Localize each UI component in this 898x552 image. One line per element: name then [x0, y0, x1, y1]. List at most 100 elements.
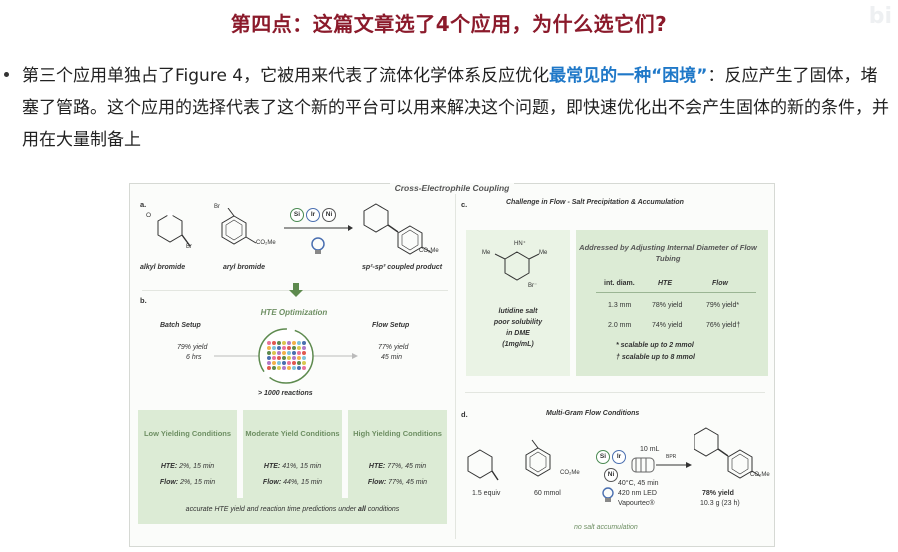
row1-flow: 79% yield* [706, 302, 740, 309]
plate-well [272, 356, 276, 360]
moderate-yield-panel: Moderate Yield Conditions HTE: 41%, 15 m… [243, 410, 342, 498]
plate-well [272, 361, 276, 365]
high-yield-hte: HTE: 77%, 45 min [368, 463, 427, 470]
row2-flow: 76% yield† [706, 322, 741, 329]
product-mass: 10.3 g (23 h) [700, 500, 740, 507]
alkyl-bromide-structure [157, 210, 191, 247]
watermark-logo: bi [868, 4, 892, 29]
down-arrow-icon [289, 283, 303, 297]
plate-well [302, 356, 306, 360]
aryl-bromide-label: aryl bromide [223, 264, 266, 271]
plate-well [292, 341, 296, 345]
plate-well [297, 341, 301, 345]
plate-well [272, 351, 276, 355]
prediction-footer: accurate HTE yield and reaction time pre… [138, 498, 447, 524]
si-catalyst-icon: Si [290, 208, 304, 222]
plate-well [297, 361, 301, 365]
plate-well [277, 356, 281, 360]
bromide-label: Br⁻ [528, 283, 538, 289]
ir-catalyst-icon: Ir [612, 450, 626, 464]
co2me-label: CO₂Me [419, 248, 439, 254]
product-yield: 78% yield [702, 490, 734, 497]
scale-note-1: * scalable up to 2 mmol [616, 342, 694, 349]
co2me-label: CO₂Me [256, 240, 276, 246]
moderate-yield-title: Moderate Yield Conditions [245, 429, 340, 438]
reaction-arrow-icon [284, 225, 353, 254]
table-rule [596, 292, 756, 293]
plate-well [277, 351, 281, 355]
nh-label: HN⁺ [514, 241, 526, 247]
batch-yield: 79% yield [177, 344, 208, 351]
col-header-hte: HTE [658, 280, 672, 287]
plate-well [297, 366, 301, 370]
high-yield-panel: High Yielding Conditions HTE: 77%, 45 mi… [348, 410, 447, 498]
vapourtec-label: Vapourtec® [618, 500, 655, 507]
prediction-text: accurate HTE yield and reaction time pre… [185, 506, 400, 513]
co2me-label: CO₂Me [750, 472, 770, 478]
panel-d-label: d. [461, 410, 468, 419]
plate-well [292, 361, 296, 365]
bullet-paragraph: 第三个应用单独占了Figure 4，它被用来代表了流体化学体系反应优化最常见的一… [22, 60, 890, 156]
flow-yield: 77% yield [378, 344, 409, 351]
bullet-dot [4, 72, 9, 77]
scale-note-2: † scalable up to 8 mmol [616, 354, 695, 361]
high-yield-flow: Flow: 77%, 45 min [367, 479, 428, 486]
flow-coil-icon [631, 457, 692, 473]
ni-catalyst-icon: Ni [604, 468, 618, 482]
plate-well [277, 341, 281, 345]
plate-well [282, 341, 286, 345]
plate-well [277, 346, 281, 350]
plate-well [267, 366, 271, 370]
plate-well [302, 366, 306, 370]
row1-hte: 78% yield [652, 302, 683, 309]
plate-well [282, 356, 286, 360]
salt-line-3: in DME [506, 330, 530, 337]
hte-plate-icon [214, 328, 358, 384]
row2-diameter: 2.0 mm [608, 322, 632, 329]
br-label: Br [186, 244, 192, 250]
col-header-diameter: int. diam. [604, 280, 635, 287]
product-label: sp²-sp³ coupled product [362, 264, 443, 271]
coupled-product-structure [363, 203, 433, 255]
figure-title: Cross-Electrophile Coupling [130, 183, 774, 193]
plate-well [287, 341, 291, 345]
plate-well [267, 356, 271, 360]
slide-title: 第四点：这篇文章选了4个应用，为什么选它们? [230, 12, 668, 36]
plate-well [287, 366, 291, 370]
bullet-text-prefix: 第三个应用单独占了Figure 4，它被用来代表了流体化学体系反应优化 [22, 66, 550, 86]
plate-well [282, 351, 286, 355]
low-yield-flow: Flow: 2%, 15 min [159, 479, 216, 486]
aryl-bromide-structure [221, 208, 257, 245]
reaction-count: > 1000 reactions [258, 390, 313, 397]
plate-well [282, 361, 286, 365]
tubing-table-title: Addressed by Adjusting Internal Diameter… [579, 243, 757, 263]
plate-well [292, 366, 296, 370]
lutidine-salt-structure [494, 251, 540, 281]
hte-optimization-title: HTE Optimization [260, 308, 328, 317]
plate-well [302, 341, 306, 345]
plate-well [302, 346, 306, 350]
co2me-label: CO₂Me [560, 470, 580, 476]
plate-well [272, 341, 276, 345]
me-right-label: Me [539, 250, 548, 256]
challenge-title: Challenge in Flow - Salt Precipitation &… [506, 199, 684, 206]
plate-well [267, 346, 271, 350]
ni-catalyst-icon: Ni [322, 208, 336, 222]
plate-well [287, 361, 291, 365]
plate-well [287, 356, 291, 360]
panel-divider [465, 392, 765, 393]
plate-well [292, 351, 296, 355]
br-label: Br [214, 204, 220, 210]
batch-time: 6 hrs [186, 354, 202, 361]
plate-well [272, 366, 276, 370]
plate-well [292, 346, 296, 350]
low-yield-panel: Low Yielding Conditions HTE: 2%, 15 min … [138, 410, 237, 498]
plate-well [282, 366, 286, 370]
mmol-label: 60 mmol [534, 490, 561, 497]
plate-well [267, 361, 271, 365]
volume-label: 10 mL [640, 446, 660, 453]
no-salt-note: no salt accumulation [574, 524, 638, 531]
panel-c-label: c. [461, 200, 468, 209]
ir-catalyst-icon: Ir [306, 208, 320, 222]
plate-well [267, 351, 271, 355]
